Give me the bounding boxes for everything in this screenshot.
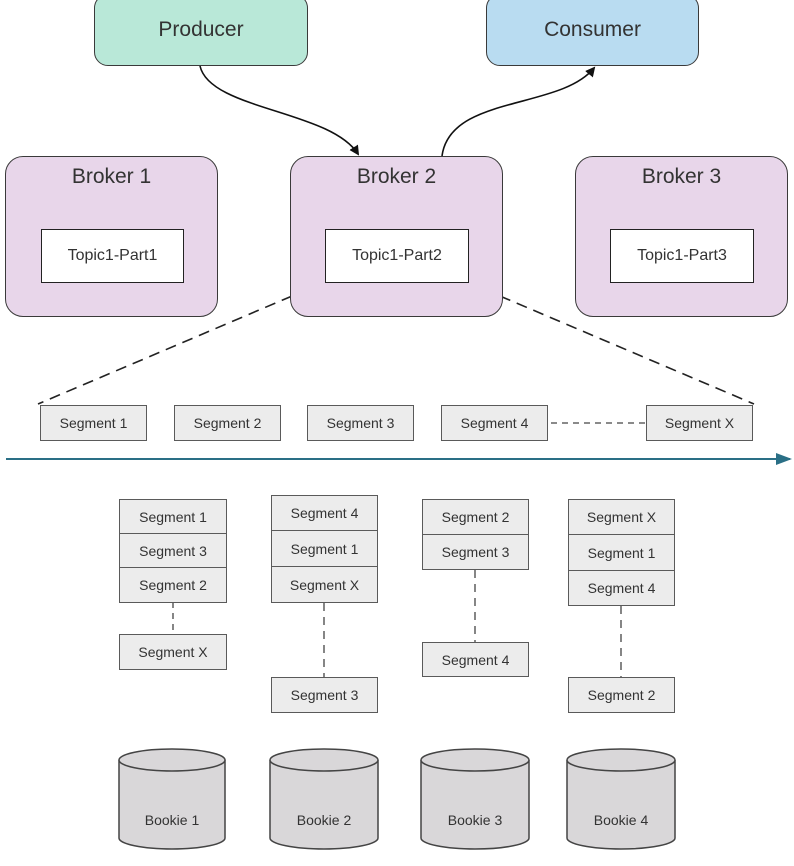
bookie-1: Bookie 1 [119,760,225,850]
bookie-4-label: Bookie 4 [593,812,649,828]
stack-2-segment-bottom: Segment 3 [271,677,378,713]
stack-1-segment: Segment 3 [119,533,227,568]
stack-4-segment-bottom: Segment 2 [568,677,675,713]
producer-label: Producer [158,18,244,41]
producer-to-broker-arrow [199,65,360,156]
bookie-1-label: Bookie 1 [144,812,200,828]
segment-row-item: Segment 4 [441,405,548,441]
stack-2-segment: Segment X [271,566,378,603]
broker-to-consumer-arrow [441,66,596,157]
bookie-3: Bookie 3 [421,760,529,850]
stack-4-segment: Segment X [568,499,675,535]
broker-1-title: Broker 1 [71,165,152,188]
stack-4-segment: Segment 4 [568,570,675,606]
broker-1: Broker 1 Topic1-Part1 [5,156,218,317]
broker-3-topic-partition: Topic1-Part3 [610,229,754,283]
stack-1-segment-bottom: Segment X [119,634,227,670]
broker-2-topic-partition: Topic1-Part2 [325,229,469,283]
segment-row-item: Segment 1 [40,405,147,441]
consumer-node: Consumer [486,0,699,66]
bookie-4: Bookie 4 [567,760,675,850]
stack-2-segment: Segment 1 [271,530,378,567]
stack-3-segment-bottom: Segment 4 [422,642,529,677]
broker-2: Broker 2 Topic1-Part2 [290,156,503,317]
stack-1-segment: Segment 1 [119,499,227,534]
broker-3: Broker 3 Topic1-Part3 [575,156,788,317]
segment-row-item: Segment 2 [174,405,281,441]
bookie-2: Bookie 2 [270,760,378,850]
bookie-2-label: Bookie 2 [296,812,352,828]
stack-2-segment: Segment 4 [271,495,378,531]
broker-3-title: Broker 3 [641,165,722,188]
producer-node: Producer [94,0,308,66]
segment-row-item: Segment 3 [307,405,414,441]
broker-2-title: Broker 2 [356,165,437,188]
stack-3-segment: Segment 2 [422,499,529,535]
stack-1-segment: Segment 2 [119,567,227,603]
broker-1-topic-partition: Topic1-Part1 [41,229,184,283]
segment-row-item: Segment X [646,405,753,441]
stack-4-segment: Segment 1 [568,534,675,571]
stack-3-segment: Segment 3 [422,534,529,570]
bookie-3-label: Bookie 3 [447,812,503,828]
consumer-label: Consumer [544,18,641,41]
